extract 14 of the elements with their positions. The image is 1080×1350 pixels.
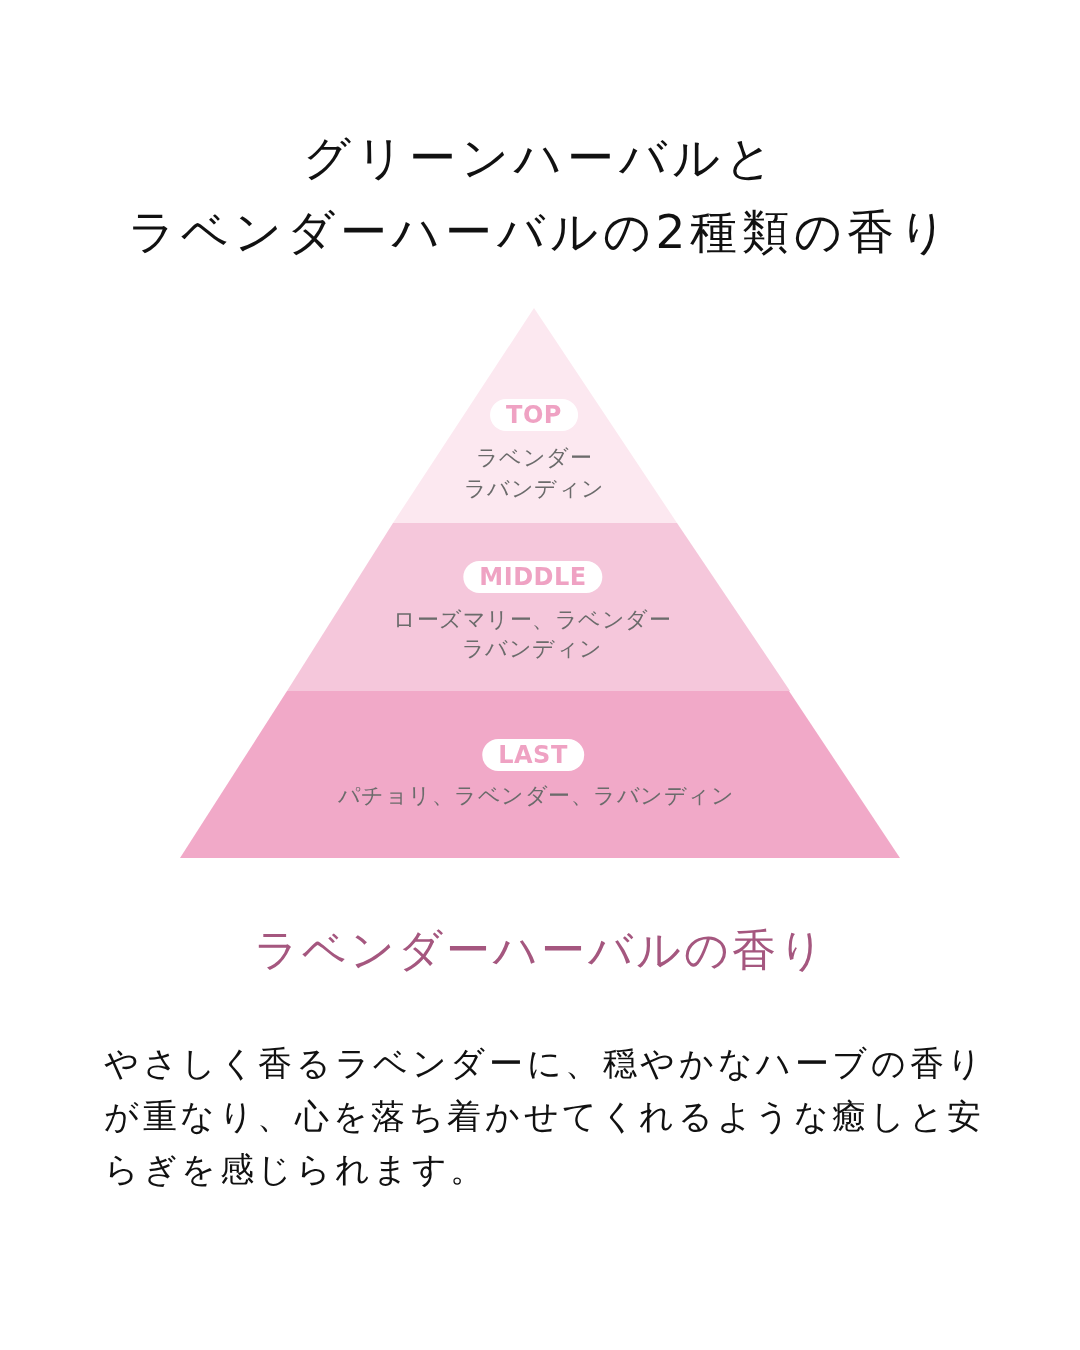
note-tier-label: LAST — [482, 739, 584, 771]
note-ingredients-text: ローズマリー、ラベンダー — [393, 606, 671, 634]
pyramid-tier — [393, 308, 677, 523]
section-heading: ラベンダーハーバルの香り — [252, 923, 828, 977]
note-ingredients-text: パチョリ、ラベンダー、ラバンディン — [337, 782, 735, 810]
pyramid-tier — [287, 523, 790, 691]
note-tier-label: TOP — [490, 399, 578, 431]
note-ingredients-text: ラバンディン — [463, 475, 605, 503]
note-tier-label: MIDDLE — [463, 561, 603, 593]
note-ingredients-text: ラバンディン — [461, 635, 603, 663]
note-ingredients-text: ラベンダー — [475, 444, 593, 472]
title-heading: グリーンハーバルとラベンダーハーバルの2種類の香り — [126, 129, 954, 261]
pyramid-tier — [180, 691, 900, 858]
description-paragraph: やさしく香るラベンダーに、穏やかなハーブの香りが重なり、心を落ち着かせてくれるような癒しと安らぎを感じられます。 — [104, 1042, 987, 1191]
